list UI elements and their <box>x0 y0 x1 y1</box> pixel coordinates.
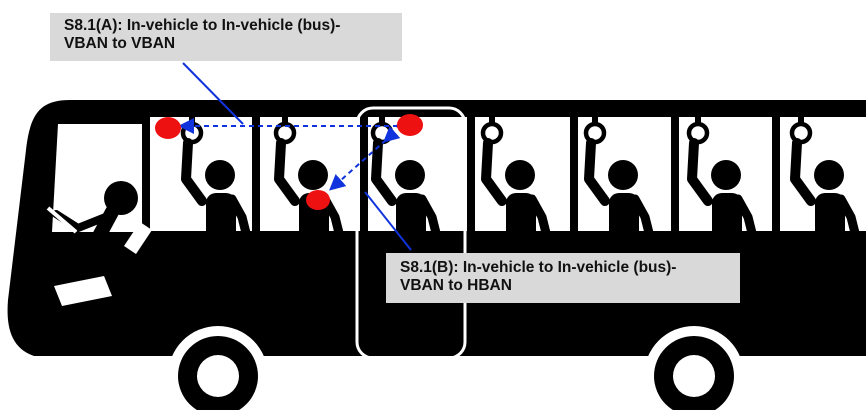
node-vban-left <box>155 117 181 139</box>
callout-a-line1: S8.1(A): In-vehicle to In-vehicle (bus)- <box>64 17 402 35</box>
callout-b-line2: VBAN to HBAN <box>400 277 740 295</box>
callout-s8-1-b: S8.1(B): In-vehicle to In-vehicle (bus)-… <box>386 253 740 303</box>
callout-a-line2: VBAN to VBAN <box>64 35 402 53</box>
node-vban-right <box>397 114 423 136</box>
callout-b-line1: S8.1(B): In-vehicle to In-vehicle (bus)- <box>400 259 740 277</box>
node-hban <box>306 190 330 210</box>
callout-s8-1-a: S8.1(A): In-vehicle to In-vehicle (bus)-… <box>50 13 402 61</box>
